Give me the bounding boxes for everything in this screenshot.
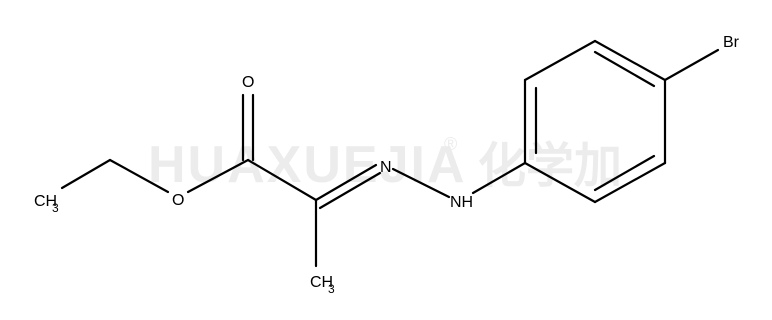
- svg-text:3: 3: [328, 282, 335, 296]
- bond-c-n-double-b: [318, 171, 382, 210]
- watermark-registered-mark: ®: [444, 134, 457, 154]
- bond-c-n-double-a: [314, 163, 378, 202]
- bond-ring-br: [663, 48, 720, 82]
- bonds: [60, 39, 720, 268]
- atom-bromine: Br: [723, 34, 740, 51]
- atom-nitrogen-amine: NH: [450, 194, 473, 211]
- methyl-bottom-label: CH 3: [310, 274, 335, 296]
- watermark-chinese: 化学加: [478, 138, 622, 194]
- bond-ch2-o-ester: [108, 158, 170, 194]
- svg-text:3: 3: [52, 201, 59, 215]
- bond-nh-ring: [471, 161, 527, 195]
- atom-oxygen-carbonyl: O: [242, 74, 254, 91]
- atom-nitrogen-imine: N: [380, 159, 392, 176]
- methyl-left-label: CH 3: [34, 193, 59, 215]
- svg-text:CH: CH: [34, 193, 57, 210]
- atom-labels: O O N NH Br CH 3 CH 3: [34, 34, 740, 296]
- svg-text:CH: CH: [310, 274, 333, 291]
- bond-c-carbonyl-c-alpha: [246, 158, 318, 202]
- bond-ch3-ch2: [60, 158, 112, 190]
- watermark-latin: HUAXUEJIA: [148, 136, 467, 194]
- atom-oxygen-ester: O: [172, 192, 184, 209]
- benzene-ring: [523, 39, 667, 204]
- bond-o-ester-c-carbonyl: [186, 158, 250, 194]
- bond-n-nh: [391, 167, 451, 199]
